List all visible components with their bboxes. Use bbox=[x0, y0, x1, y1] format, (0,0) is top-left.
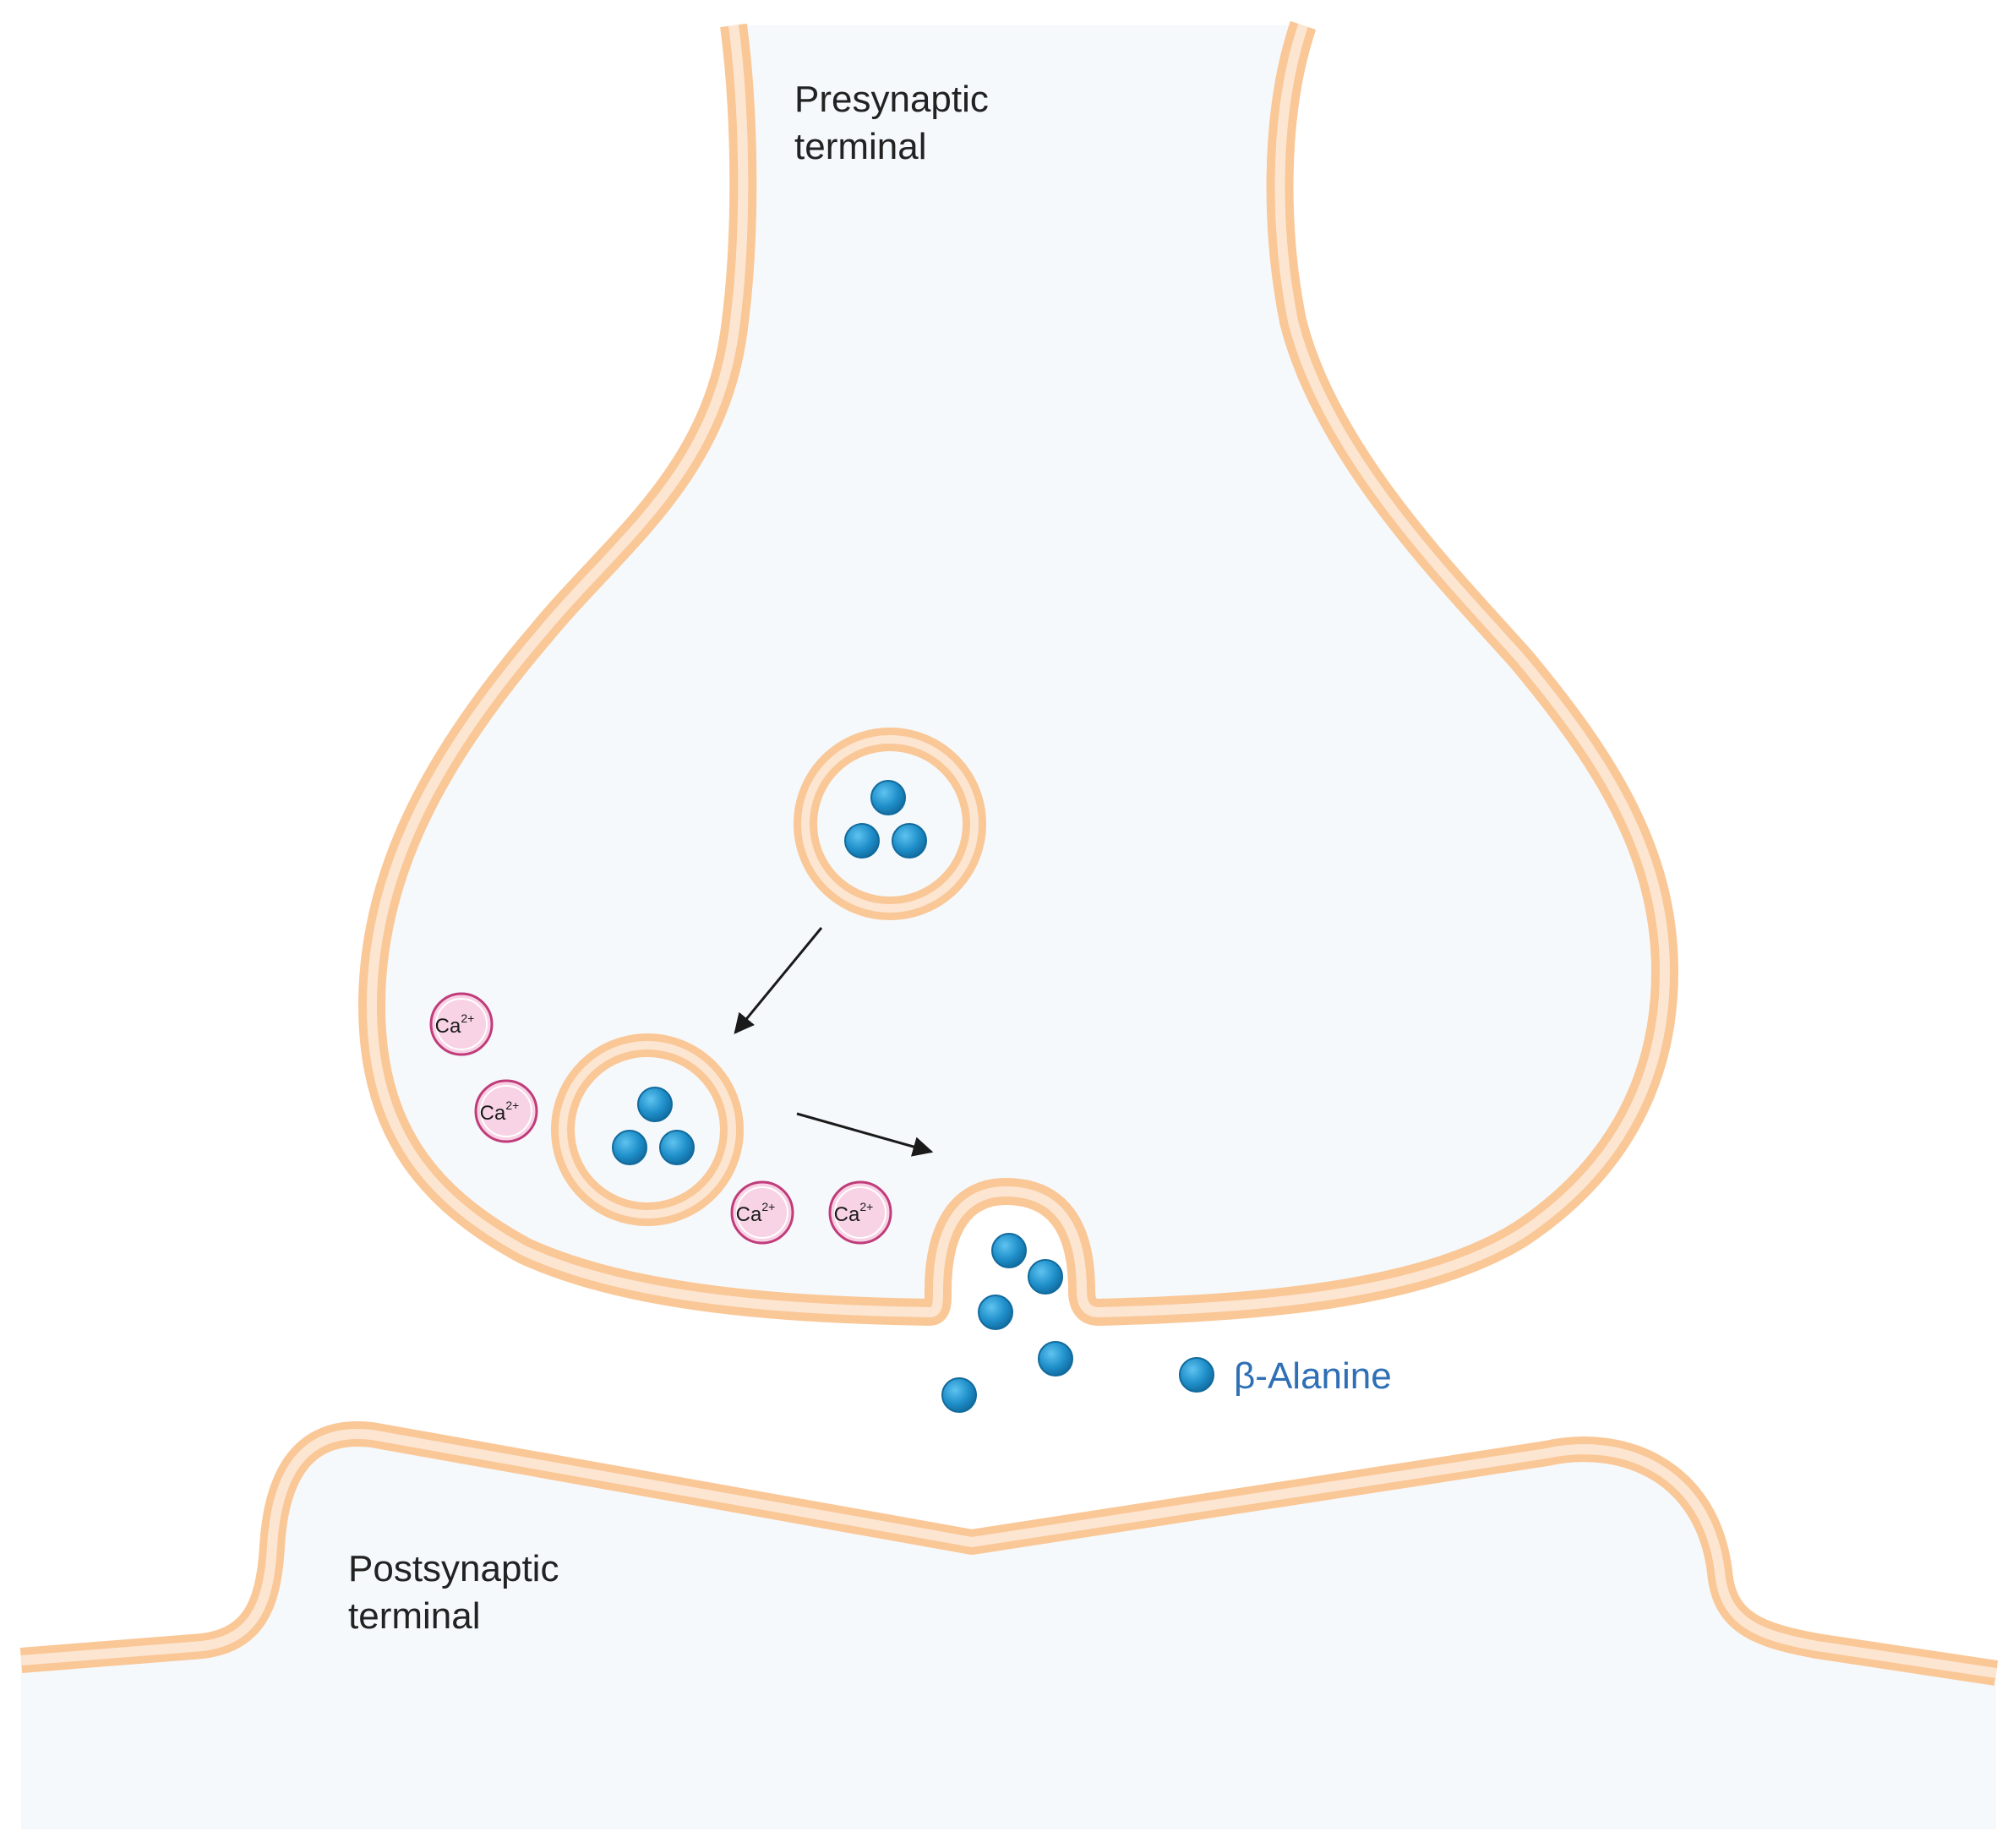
beta-alanine-molecule-icon bbox=[637, 1087, 673, 1122]
calcium-ion-icon bbox=[730, 1180, 794, 1245]
presynaptic-label-line1: Presynaptic bbox=[794, 79, 989, 120]
beta-alanine-molecule-icon bbox=[978, 1295, 1013, 1330]
beta-alanine-molecule-icon bbox=[1028, 1259, 1063, 1295]
beta-alanine-molecule-icon bbox=[892, 823, 927, 859]
calcium-ion-4: Ca2+ bbox=[828, 1180, 892, 1245]
svg-text:Ca2+: Ca2+ bbox=[736, 1200, 776, 1226]
svg-text:Ca2+: Ca2+ bbox=[834, 1200, 874, 1226]
ion-symbol: Ca bbox=[834, 1203, 860, 1226]
beta-alanine-molecule-icon bbox=[659, 1130, 695, 1165]
postsynaptic-membrane-inner bbox=[20, 1429, 1997, 1678]
svg-text:Ca2+: Ca2+ bbox=[480, 1098, 520, 1125]
svg-text:Ca2+: Ca2+ bbox=[435, 1011, 475, 1038]
synaptic-vesicle-docking bbox=[551, 1033, 744, 1226]
ion-symbol: Ca bbox=[435, 1015, 461, 1038]
calcium-ion-3: Ca2+ bbox=[730, 1180, 794, 1245]
postsynaptic-cytoplasm bbox=[21, 1434, 1996, 1829]
synaptic-vesicle-upper bbox=[794, 728, 986, 920]
beta-alanine-molecule-icon bbox=[1038, 1341, 1073, 1376]
ion-charge: 2+ bbox=[461, 1011, 474, 1025]
calcium-ion-icon bbox=[828, 1180, 892, 1245]
presynaptic-membrane-inner bbox=[367, 24, 1670, 1317]
calcium-ion-icon bbox=[474, 1079, 538, 1143]
beta-alanine-molecule-icon bbox=[844, 823, 880, 859]
calcium-ion-icon bbox=[429, 992, 494, 1056]
beta-alanine-molecule-icon bbox=[1179, 1357, 1214, 1393]
movement-arrow-icon bbox=[734, 927, 823, 1034]
released-molecules bbox=[941, 1233, 1073, 1413]
presynaptic-label-line2: terminal bbox=[794, 126, 927, 167]
ion-charge: 2+ bbox=[859, 1200, 873, 1213]
presynaptic-terminal bbox=[358, 20, 1678, 1326]
ion-symbol: Ca bbox=[736, 1203, 762, 1226]
beta-alanine-molecule-icon bbox=[941, 1377, 977, 1413]
movement-arrow-icon bbox=[796, 1112, 934, 1157]
presynaptic-cytoplasm bbox=[372, 25, 1665, 1312]
beta-alanine-molecule-icon bbox=[870, 780, 906, 815]
calcium-ion-1: Ca2+ bbox=[429, 992, 494, 1056]
ion-charge: 2+ bbox=[761, 1200, 775, 1213]
postsynaptic-label-line1: Postsynaptic bbox=[348, 1548, 559, 1589]
legend-label: β-Alanine bbox=[1234, 1355, 1392, 1397]
postsynaptic-terminal bbox=[19, 1421, 1999, 1829]
postsynaptic-label-line2: terminal bbox=[348, 1595, 481, 1637]
beta-alanine-molecule-icon bbox=[612, 1130, 647, 1165]
ion-charge: 2+ bbox=[505, 1098, 519, 1112]
ion-symbol: Ca bbox=[480, 1102, 506, 1125]
legend: β-Alanine bbox=[1179, 1355, 1392, 1397]
beta-alanine-molecule-icon bbox=[991, 1233, 1027, 1268]
calcium-ion-2: Ca2+ bbox=[474, 1079, 538, 1143]
